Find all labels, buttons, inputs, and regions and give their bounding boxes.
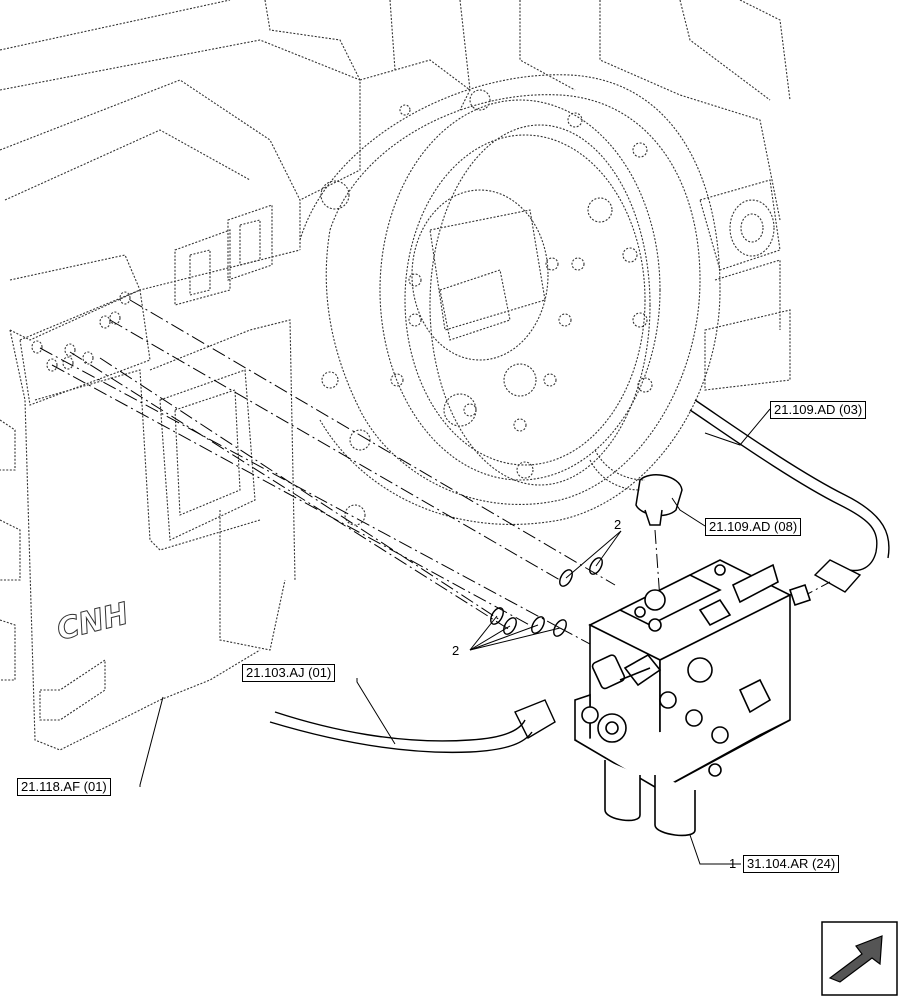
- right-bracket: [729, 199, 775, 257]
- arrow-left-down-icon[interactable]: [821, 921, 898, 996]
- hydraulic-pipe-mid: [589, 449, 646, 491]
- callout-31-104-AR-24[interactable]: 31.104.AR (24): [743, 855, 840, 873]
- hydraulic-pipe-right: [689, 399, 890, 593]
- valve-block: [574, 559, 812, 837]
- alignment-lines: [39, 299, 831, 661]
- callout-21-109-AD-08[interactable]: 21.109.AD (08): [705, 518, 802, 536]
- callout-21-109-AD-03[interactable]: 21.109.AD (03): [770, 401, 867, 419]
- item-number-2-top: 2: [614, 517, 622, 532]
- item-number-2-bottom: 2: [452, 643, 460, 658]
- leader-lines: [139, 408, 771, 865]
- mounting-plate: [19, 289, 151, 406]
- flywheel-housing: [299, 74, 721, 526]
- elbow-fitting: [635, 474, 683, 526]
- transmission-housing: [0, 0, 791, 751]
- callout-21-118-AF-01[interactable]: 21.118.AF (01): [17, 778, 111, 796]
- hydraulic-pipe-bottom: [269, 699, 556, 754]
- o-rings: [490, 557, 603, 637]
- callout-21-103-AJ-01[interactable]: 21.103.AJ (01): [242, 664, 336, 682]
- cnh-casting-text: CNH: [53, 596, 132, 647]
- item-number-1: 1: [729, 856, 737, 871]
